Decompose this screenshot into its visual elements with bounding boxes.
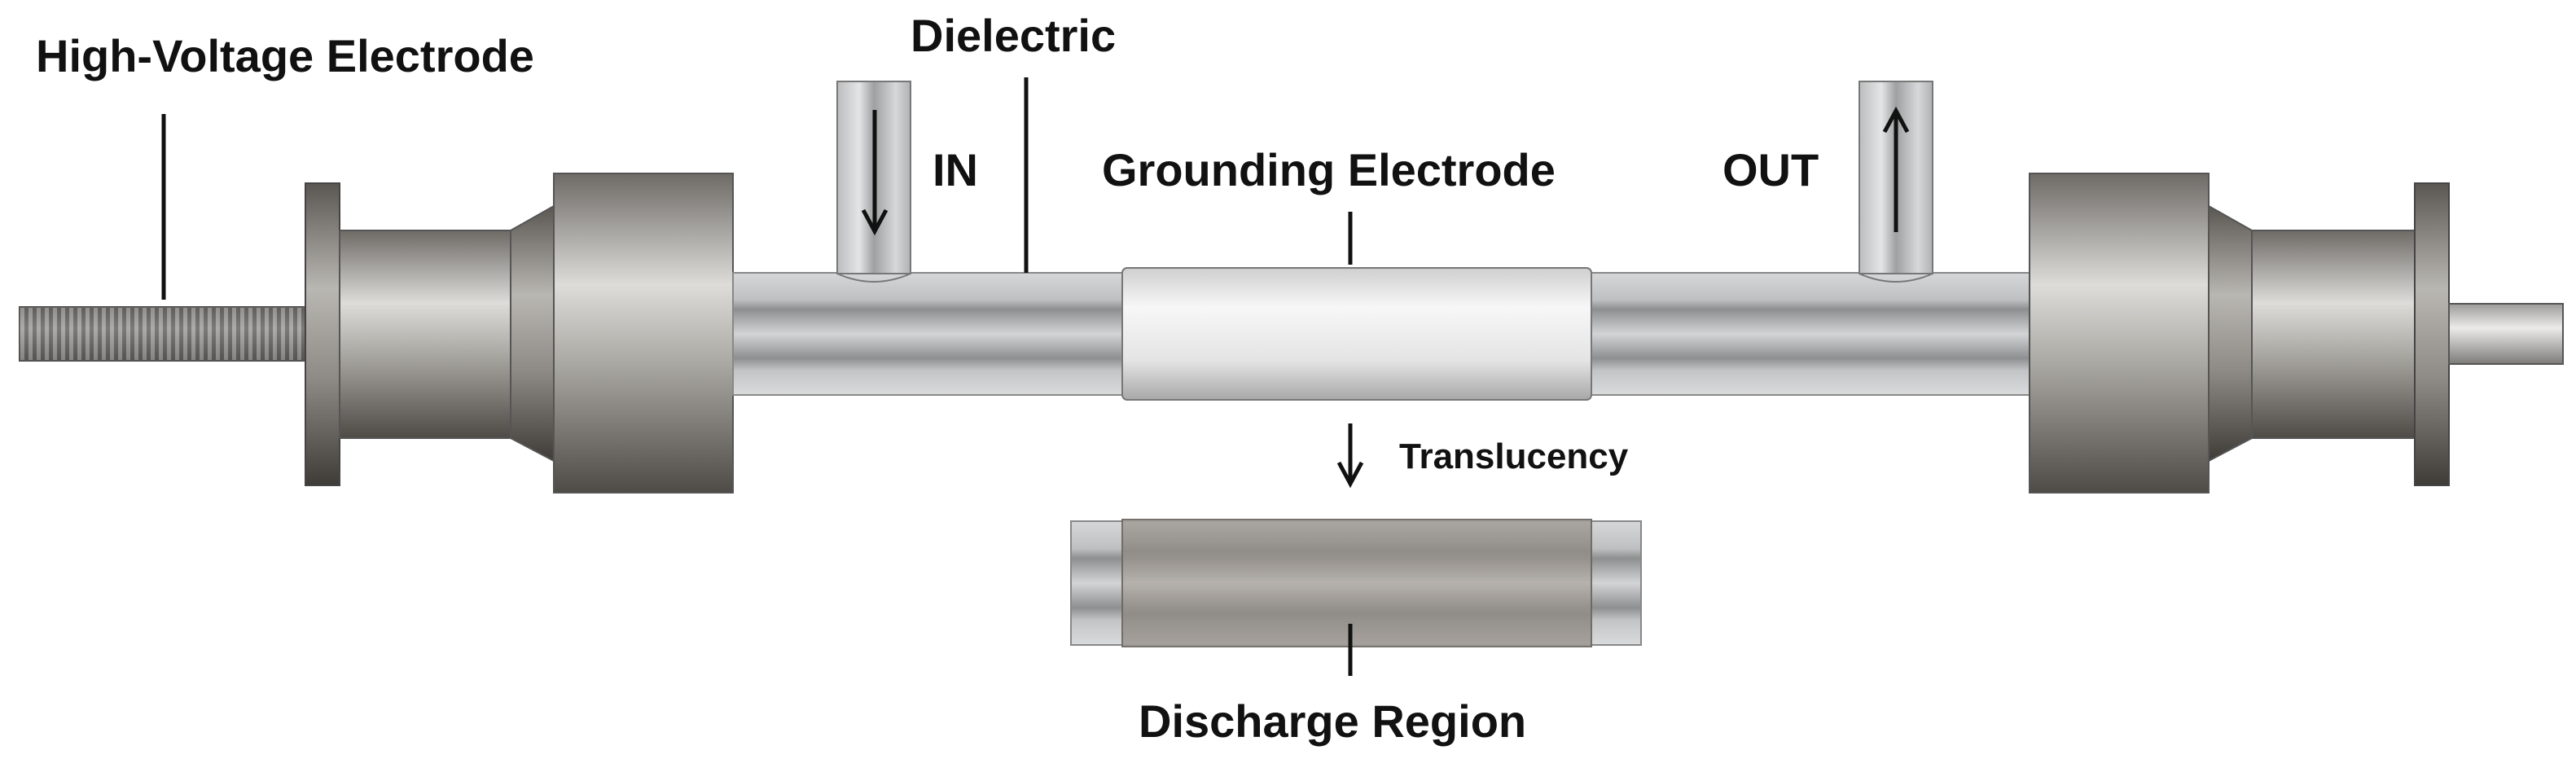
translucency-label: Translucency: [1399, 436, 1629, 476]
grounding-electrode-sleeve: [1121, 267, 1592, 401]
translucency-arrow: [1336, 423, 1364, 489]
dielectric-label: Dielectric: [911, 10, 1116, 61]
inlet-label: IN: [933, 144, 978, 195]
grounding-electrode-label: Grounding Electrode: [1102, 144, 1556, 195]
outlet-flow-arrow: [1882, 106, 1910, 232]
outlet-label: OUT: [1722, 144, 1819, 195]
discharge-region-core: [1121, 519, 1592, 647]
high-voltage-electrode-label: High-Voltage Electrode: [36, 30, 534, 81]
inlet-flow-arrow: [861, 110, 889, 236]
discharge-region-label: Discharge Region: [1139, 695, 1526, 747]
left-end-cap: [305, 173, 734, 493]
dielectric-tube-left: [732, 272, 1125, 396]
dielectric-tube-right: [1589, 272, 2030, 396]
high-voltage-electrode-rod: [19, 306, 307, 362]
right-end-cap: [2029, 173, 2564, 493]
translucent-section: [1070, 519, 1642, 647]
